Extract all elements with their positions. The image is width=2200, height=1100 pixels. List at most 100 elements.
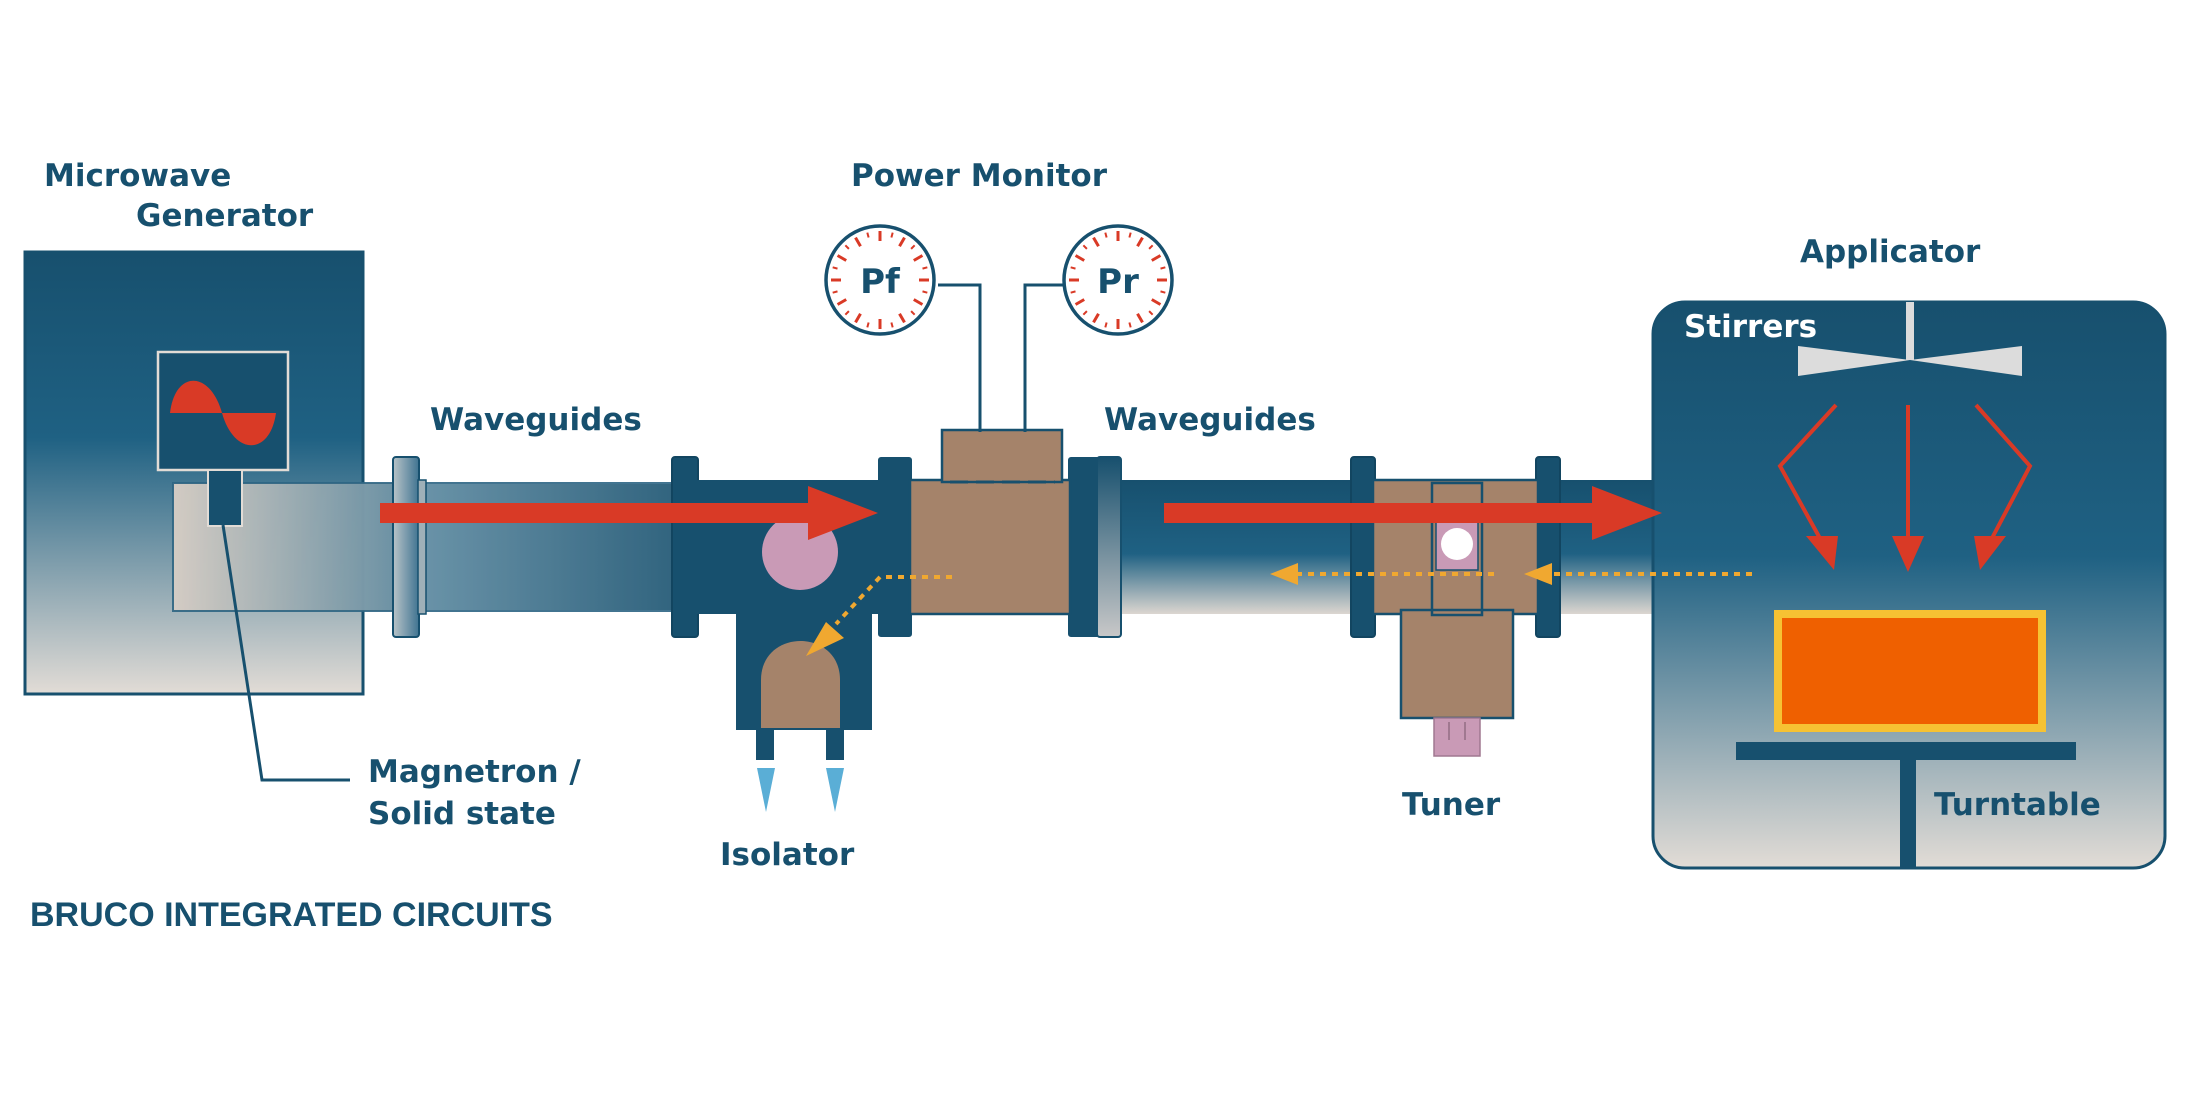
waveguide-left <box>172 482 694 612</box>
gauge-tick <box>1136 236 1144 247</box>
waveguides-right-label: Waveguides <box>1104 402 1316 438</box>
gauge-tick <box>1128 232 1132 238</box>
gauge-tick <box>866 322 870 328</box>
waveguide-flange-lip <box>417 479 427 615</box>
gauge-tick <box>898 236 906 247</box>
gauge-tick <box>1104 322 1108 328</box>
isolator <box>696 480 886 812</box>
gauge-tick <box>890 322 894 328</box>
tuner-stub-slot <box>1430 481 1484 617</box>
gauge-forward-power: Pf <box>824 224 936 336</box>
gauge-tick <box>922 266 928 270</box>
applicator-label: Applicator <box>1800 234 1981 270</box>
waveguide-flange <box>671 456 699 638</box>
gauge-tick <box>913 298 924 306</box>
gauge-tick <box>913 254 924 262</box>
gauge-tick <box>1070 290 1076 294</box>
gauge-wire-reflected <box>1023 283 1066 432</box>
waveguide-flange <box>392 456 420 638</box>
turntable-plate <box>1736 742 2076 760</box>
brand-footer: BRUCO INTEGRATED CIRCUITS <box>30 896 553 934</box>
waveguide-flange <box>1096 456 1122 638</box>
gauge-wire-forward <box>938 283 982 432</box>
gauge-tick <box>1151 298 1162 306</box>
gauge-forward-label: Pf <box>860 262 901 302</box>
gauge-tick <box>910 244 916 250</box>
gauge-reflected-label: Pr <box>1097 262 1139 302</box>
turntable-shaft <box>1900 760 1916 868</box>
gauge-tick <box>890 232 894 238</box>
gauge-tick <box>1082 310 1088 316</box>
magnetron-antenna <box>207 469 243 527</box>
gauge-tick <box>910 310 916 316</box>
tuner-stub-knob <box>1441 528 1473 560</box>
sine-wave-icon <box>170 380 222 413</box>
turntable-label: Turntable <box>1934 787 2101 823</box>
coolant-port <box>826 728 844 760</box>
stirrers-label: Stirrers <box>1684 309 1817 345</box>
coolant-drop-icon <box>757 768 775 812</box>
gauge-tick <box>1151 254 1162 262</box>
gauge-tick <box>854 236 862 247</box>
load-sample <box>1774 610 2046 732</box>
sine-wave-icon-lower <box>222 413 276 446</box>
tuner-housing <box>1399 608 1515 720</box>
gauge-tick <box>836 254 847 262</box>
generator-label-line1: Microwave <box>44 158 231 194</box>
gauge-tick <box>898 313 906 324</box>
field-arrowhead <box>1892 536 1924 572</box>
generator-cabinet <box>23 250 365 696</box>
gauge-tick <box>1082 244 1088 250</box>
field-arrowhead <box>1806 536 1838 570</box>
power-monitor-label: Power Monitor <box>851 158 1108 194</box>
power-monitor: Pf Pr <box>824 224 1174 637</box>
coupler-flange <box>1068 457 1102 637</box>
gauge-tick <box>1160 290 1166 294</box>
gauge-tick <box>1160 266 1166 270</box>
coupler-probe-housing <box>940 428 1064 484</box>
gauge-tick <box>1074 254 1085 262</box>
gauge-tick <box>1092 236 1100 247</box>
gauge-tick <box>844 244 850 250</box>
reflected-power-arrows <box>806 563 1752 656</box>
waveguide-flange <box>1350 456 1376 638</box>
magnetron-leader-line <box>221 524 350 782</box>
applicator <box>1651 300 2167 870</box>
gauge-tick <box>844 310 850 316</box>
microwave-generator <box>23 250 365 696</box>
waveguides-left-label: Waveguides <box>430 402 642 438</box>
directional-coupler <box>908 478 1072 616</box>
gauge-tick <box>832 266 838 270</box>
gauge-tick <box>1148 310 1154 316</box>
gauge-tick <box>1128 322 1132 328</box>
tuner <box>1371 478 1540 757</box>
gauge-tick <box>1092 313 1100 324</box>
field-arrowhead <box>1974 536 2006 570</box>
gauge-tick <box>836 298 847 306</box>
magnetron-label-line1: Magnetron / <box>368 754 581 790</box>
gauge-tick <box>922 290 928 294</box>
field-arrows <box>1777 403 2033 543</box>
waveguide-flange <box>1535 456 1561 638</box>
isolator-label: Isolator <box>720 837 855 873</box>
stirrer-blade <box>1910 346 2022 376</box>
gauge-tick <box>832 290 838 294</box>
dummy-load <box>761 641 840 728</box>
forward-power-arrow-right <box>1164 486 1662 540</box>
tuner-label: Tuner <box>1402 787 1501 823</box>
generator-label-line2: Generator <box>136 198 314 234</box>
magnetron-label-line2: Solid state <box>368 796 556 832</box>
gauge-tick <box>854 313 862 324</box>
coolant-port <box>756 728 774 760</box>
tuner-motor <box>1433 717 1481 757</box>
gauge-reflected-power: Pr <box>1062 224 1174 336</box>
gauge-tick <box>1104 232 1108 238</box>
gauge-tick <box>1148 244 1154 250</box>
gauge-tick <box>866 232 870 238</box>
coolant-drop-icon <box>826 768 844 812</box>
gauge-tick <box>1070 266 1076 270</box>
gauge-tick <box>1136 313 1144 324</box>
coupler-flange <box>878 457 912 637</box>
forward-power-arrow-left <box>380 486 878 540</box>
